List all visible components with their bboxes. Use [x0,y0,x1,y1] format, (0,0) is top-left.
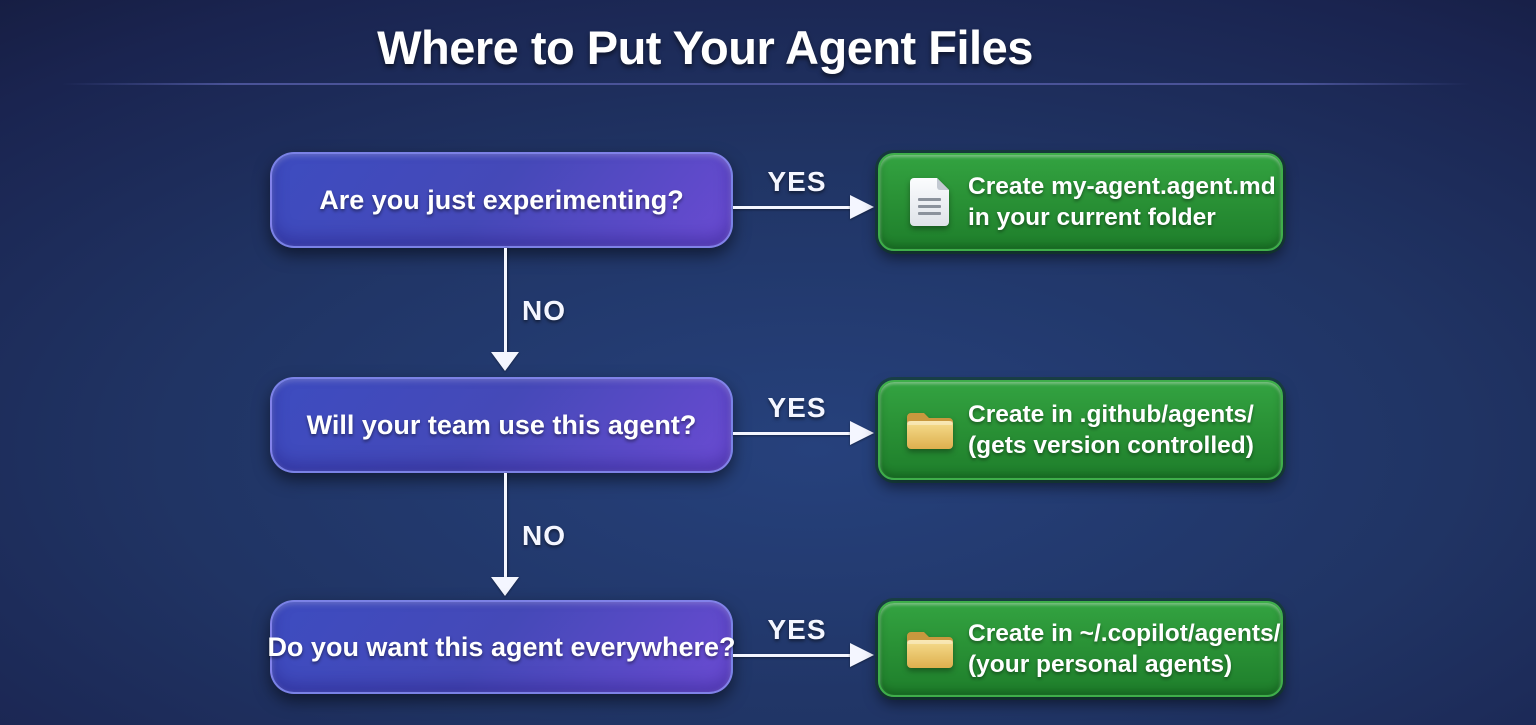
folder-icon [904,624,956,674]
no-label: NO [522,520,566,551]
page-title: Where to Put Your Agent Files [377,21,1033,74]
result-text: Create in ~/.copilot/agents/ (your perso… [968,618,1280,680]
question-box-team-use: Will your team use this agent? [270,377,733,473]
arrow-down-icon [491,577,519,596]
question-text: Do you want this agent everywhere? [267,631,736,662]
result-box-current-folder: Create my-agent.agent.md in your current… [878,153,1283,251]
yes-label: YES [767,166,827,197]
question-box-experimenting: Are you just experimenting? [270,152,733,248]
question-text: Will your team use this agent? [306,409,697,440]
yes-connector-3: YES [733,614,874,674]
yes-connector-1: YES [733,166,874,226]
result-line-1: Create in .github/agents/ [968,401,1254,428]
arrow-right-icon [850,195,874,219]
result-line-2: (your personal agents) [968,651,1233,678]
yes-label: YES [767,614,827,645]
no-label: NO [522,295,566,326]
title-divider [62,83,1470,85]
arrow-line [504,248,507,352]
yes-label: YES [767,392,827,423]
result-text: Create in .github/agents/ (gets version … [968,399,1254,461]
no-connector-2: NO [491,473,624,597]
result-line-1: Create in ~/.copilot/agents/ [968,620,1281,647]
result-line-1: Create my-agent.agent.md [968,173,1276,200]
result-box-copilot-agents: Create in ~/.copilot/agents/ (your perso… [878,601,1283,697]
arrow-right-icon [850,421,874,445]
arrow-line [504,473,507,577]
result-line-2: (gets version controlled) [968,432,1254,459]
arrow-line [733,654,851,657]
yes-connector-2: YES [733,392,874,452]
folder-icon [904,405,956,455]
no-connector-1: NO [491,248,624,372]
document-icon [904,177,956,227]
question-text: Are you just experimenting? [319,184,684,215]
arrow-line [733,432,851,435]
arrow-down-icon [491,352,519,371]
result-text: Create my-agent.agent.md in your current… [968,171,1276,233]
question-box-everywhere: Do you want this agent everywhere? [267,600,736,694]
result-box-github-agents: Create in .github/agents/ (gets version … [878,380,1283,480]
result-line-2: in your current folder [968,204,1216,231]
arrow-line [733,206,851,209]
arrow-right-icon [850,643,874,667]
